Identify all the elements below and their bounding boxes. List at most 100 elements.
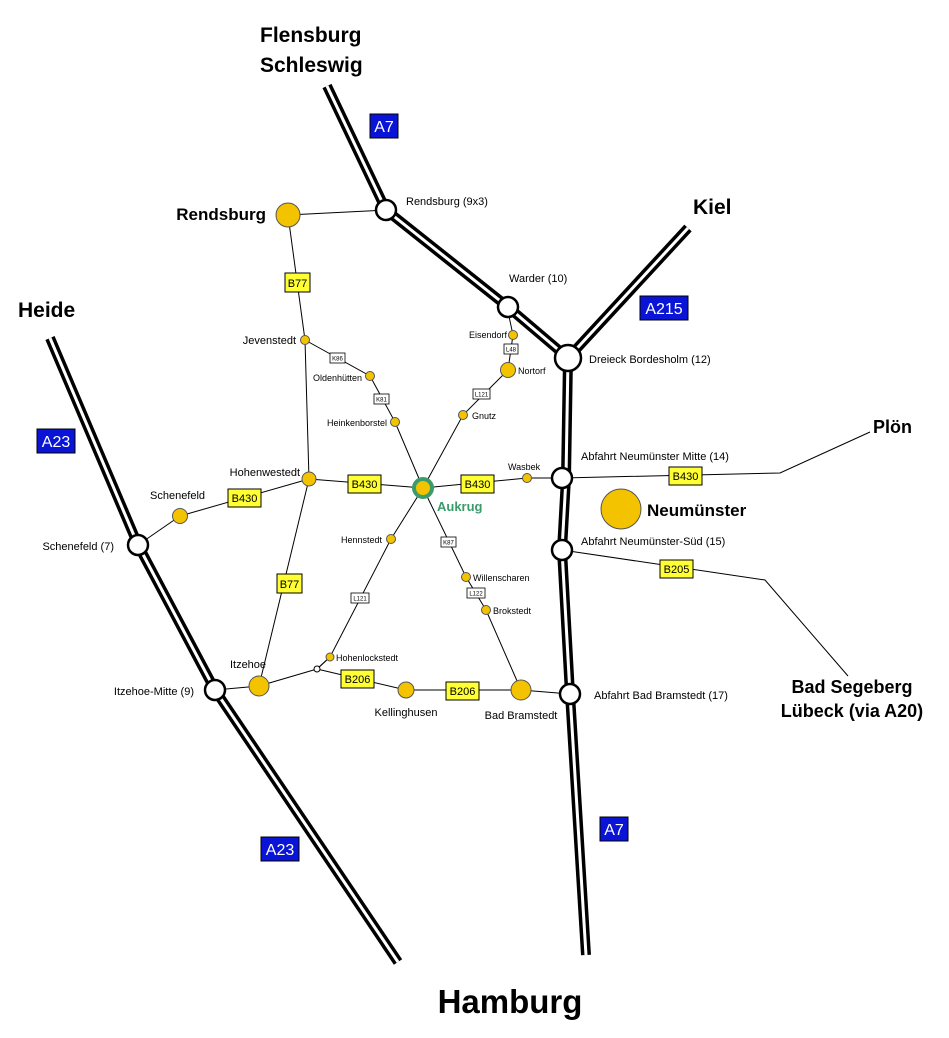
junction-rendsburg [374,198,398,222]
road-b77-jev-hohenwestedt [304,339,310,480]
label-rendsburg: Rendsburg [176,205,266,224]
label-junction-nms-sued: Abfahrt Neumünster-Süd (15) [581,536,725,548]
sign-b77-south: B77 [280,579,300,591]
label-junction-warder: Warder (10) [509,273,567,285]
road-l121-south [316,487,424,670]
town-willenscharen-dot [461,572,471,582]
label-schenefeld: Schenefeld [150,490,205,502]
junction-bordesholm [553,343,583,373]
town-nortorf-dot [500,362,516,378]
junction-nms-sued [550,538,574,562]
sign-a7-north: A7 [374,119,394,136]
dest-kiel: Kiel [693,196,732,219]
road-k86-k81 [304,339,424,489]
label-oldenhuetten: Oldenhütten [313,373,362,383]
a23-motorway [45,336,403,965]
label-hohenwestedt: Hohenwestedt [230,467,300,479]
sign-l122: L122 [469,592,483,598]
motorway-junctions [126,198,583,706]
sign-l121-s: L121 [353,597,367,603]
motorway-signs: A7 A215 A23 A7 A23 [36,113,689,862]
town-itzehoe-dot [248,675,270,697]
town-labels: Jevenstedt Oldenhütten Heinkenborstel Ho… [150,330,557,722]
dest-heide: Heide [18,299,75,322]
town-oldenhuetten-dot [365,371,375,381]
town-rendsburg-dot [275,202,301,228]
label-itzehoe: Itzehoe [230,659,266,671]
label-jevenstedt: Jevenstedt [243,335,296,347]
city-labels: Rendsburg Neumünster Aukrug [176,205,746,520]
sign-b77-north: B77 [288,278,308,290]
sign-l48: L48 [506,348,517,354]
label-kellinghusen: Kellinghusen [375,707,438,719]
junction-small-hohenlockstedt [313,665,321,673]
town-gnutz-dot [458,410,468,420]
town-schenefeld-dot [172,508,188,524]
sign-b430-mid-e: B430 [465,479,491,491]
label-neumuenster: Neumünster [647,501,747,520]
sign-k81: K81 [376,398,387,404]
sign-b430-mid-w: B430 [352,479,378,491]
dest-hamburg: Hamburg [438,983,583,1020]
sign-b206-e: B206 [450,686,476,698]
road-b205 [561,549,849,677]
town-bad-bramstedt-dot [510,679,532,701]
destination-labels: Flensburg Schleswig Kiel Heide Plön Bad … [18,24,923,1020]
towns [172,202,642,701]
federal-signs: B77 B430 B430 B430 B430 B77 B205 B206 B2… [227,272,703,701]
label-aukrug: Aukrug [437,499,483,514]
label-hohenlockstedt: Hohenlockstedt [336,653,399,663]
label-bad-bramstedt: Bad Bramstedt [485,710,558,722]
dest-schleswig: Schleswig [260,54,363,77]
label-junction-nms-mitte: Abfahrt Neumünster Mitte (14) [581,451,729,463]
sign-l121-n: L121 [475,393,489,399]
town-aukrug-dot [412,477,434,499]
sign-a23-south: A23 [266,842,295,859]
dest-luebeck: Lübeck (via A20) [781,701,923,721]
sign-k86: K86 [332,357,343,363]
sign-a23-north: A23 [42,434,71,451]
label-eisendorf: Eisendorf [469,330,508,340]
a7-motorway [322,83,591,956]
dest-ploen: Plön [873,417,912,437]
road-rendsburg-a7 [287,209,387,216]
junction-warder [496,295,520,319]
label-hennstedt: Hennstedt [341,535,383,545]
label-heinkenborstel: Heinkenborstel [327,418,387,428]
sign-a7-south: A7 [604,822,624,839]
town-kellinghusen-dot [397,681,415,699]
town-wasbek-dot [522,473,532,483]
road-b430-ploen [561,431,871,479]
local-roads [137,209,871,695]
label-junction-bordesholm: Dreieck Bordesholm (12) [589,354,711,366]
town-brokstedt-dot [481,605,491,615]
label-wasbek: Wasbek [508,462,541,472]
junction-itzehoe [203,678,227,702]
junction-labels: Rendsburg (9x3) Warder (10) Dreieck Bord… [42,196,729,702]
town-hohenwestedt-dot [301,471,317,487]
junction-bad-bramstedt [558,682,582,706]
dest-bad-segeberg: Bad Segeberg [791,677,912,697]
town-heinkenborstel-dot [390,417,400,427]
label-willenscharen: Willenscharen [473,573,530,583]
town-hennstedt-dot [386,534,396,544]
junction-nms-mitte [550,466,574,490]
label-brokstedt: Brokstedt [493,606,532,616]
dest-flensburg: Flensburg [260,24,362,47]
label-junction-rendsburg: Rendsburg (9x3) [406,196,488,208]
label-junction-schenefeld: Schenefeld (7) [42,541,114,553]
sign-k87: K87 [443,541,454,547]
label-junction-itzehoe: Itzehoe-Mitte (9) [114,686,194,698]
sign-b205: B205 [664,564,690,576]
label-gnutz: Gnutz [472,411,497,421]
sign-b430-west: B430 [232,493,258,505]
sign-b206-w: B206 [345,674,371,686]
junction-schenefeld [126,533,150,557]
sign-a215: A215 [645,301,682,318]
town-hohenlockstedt-dot [325,652,335,662]
motorways [45,83,692,965]
local-signs: K86 K81 L48 L121 K87 L122 L121 [329,343,519,604]
town-jevenstedt-dot [300,335,310,345]
town-neumuenster-dot [600,488,642,530]
